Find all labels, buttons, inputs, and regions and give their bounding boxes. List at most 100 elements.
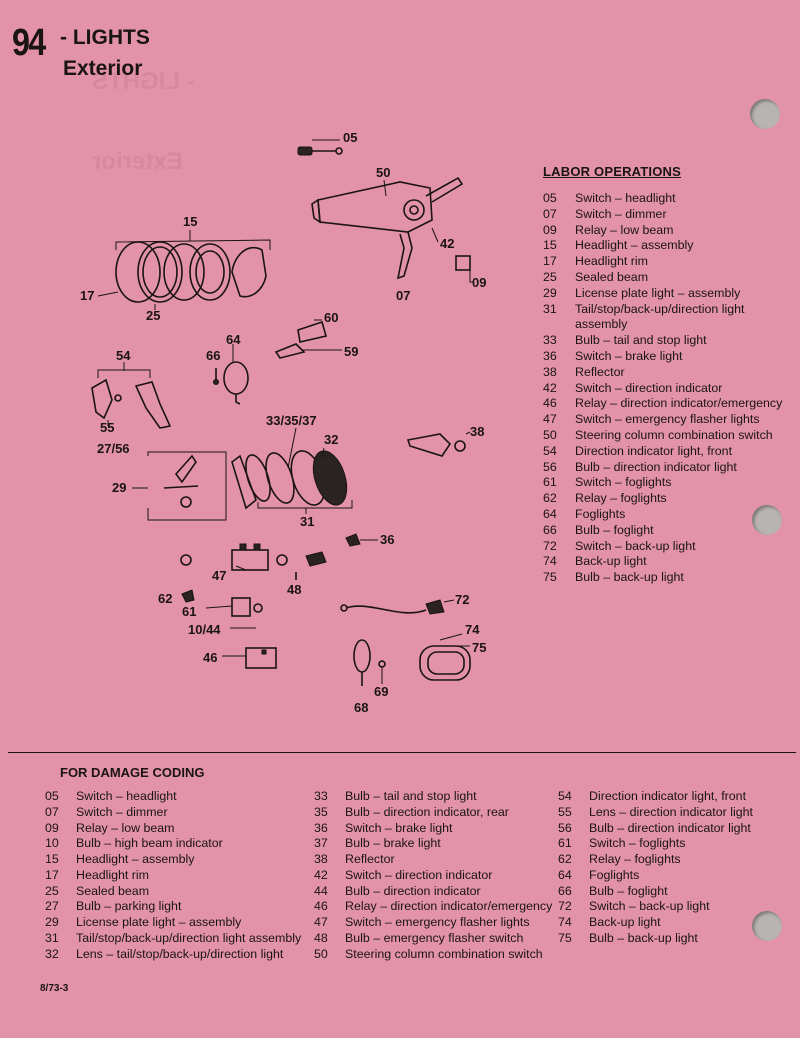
item-code: 05 <box>543 191 557 205</box>
section-title: - LIGHTS <box>60 26 150 49</box>
item-description: Switch – dimmer <box>76 804 168 819</box>
item-description: Switch – foglights <box>589 836 686 851</box>
section-divider <box>8 752 796 753</box>
callout-74: 74 <box>465 622 480 637</box>
item-code: 72 <box>558 899 572 914</box>
item-code: 42 <box>314 867 328 882</box>
auxiliary-light-part <box>353 639 386 686</box>
item-description: Relay – direction indicator/emergency <box>345 899 553 914</box>
item-code: 15 <box>45 852 59 866</box>
item-code: 50 <box>314 946 328 961</box>
item-description: Switch – back-up light <box>589 899 710 914</box>
item-description: Switch – back-up light <box>575 538 696 553</box>
item-description: Switch – emergency flasher lights <box>575 412 760 427</box>
item-code: 61 <box>558 836 572 851</box>
item-code: 25 <box>543 269 557 284</box>
item-code: 37 <box>314 836 328 851</box>
item-code: 38 <box>543 364 557 379</box>
foglight-part <box>213 344 249 405</box>
steering-column-switch-part <box>311 176 464 280</box>
item-description: License plate light – assembly <box>575 285 741 300</box>
item-description: Relay – foglights <box>589 852 681 866</box>
callout-07: 07 <box>396 288 410 303</box>
item-description: Foglights <box>575 506 626 521</box>
item-description: Bulb – tail and stop light <box>575 333 707 348</box>
item-description: Relay – direction indicator/emergency <box>575 396 783 411</box>
item-description: Relay – low beam <box>575 222 674 237</box>
item-code: 07 <box>543 206 557 221</box>
item-description: Bulb – brake light <box>345 836 441 851</box>
item-code: 54 <box>558 789 572 803</box>
item-code: 62 <box>543 491 557 506</box>
parts-diagram: 05 50 15 42 09 17 25 07 60 59 64 66 54 5… <box>80 130 486 715</box>
license-plate-light-part <box>132 451 227 521</box>
item-code: 46 <box>543 396 557 411</box>
item-description: Switch – dimmer <box>575 206 667 221</box>
item-code: 56 <box>543 459 557 474</box>
callout-54: 54 <box>116 348 131 363</box>
item-description: Switch – brake light <box>575 348 683 363</box>
list-item: 42 Switch – direction indicator <box>543 381 788 397</box>
callout-69: 69 <box>374 684 388 699</box>
emergency-relay-part <box>222 647 277 669</box>
item-code: 09 <box>45 820 59 835</box>
item-code: 31 <box>45 930 59 945</box>
punch-hole <box>752 911 782 941</box>
callout-15: 15 <box>183 214 197 229</box>
callout-32: 32 <box>324 432 338 447</box>
item-description: Bulb – foglight <box>589 883 668 898</box>
tail-light-assembly-part <box>231 427 353 514</box>
item-description: Switch – direction indicator <box>575 380 723 395</box>
backup-light-part <box>419 633 471 681</box>
item-code: 55 <box>558 804 572 819</box>
damage-coding-title: FOR DAMAGE CODING <box>60 765 205 780</box>
item-description: Tail/stop/back-up/direction light assemb… <box>575 301 745 332</box>
callout-64: 64 <box>226 332 241 347</box>
item-description: Bulb – back-up light <box>575 570 684 585</box>
item-code: 42 <box>543 380 557 395</box>
item-description: Bulb – tail and stop light <box>345 789 477 803</box>
callout-60: 60 <box>324 310 338 325</box>
item-description: Back-up light <box>575 554 647 569</box>
list-item: 46 Relay – direction indicator/emergency <box>543 396 788 412</box>
list-item: 07 Switch – dimmer <box>543 207 788 223</box>
punch-hole <box>750 99 780 129</box>
section-number: 94 <box>12 22 46 64</box>
low-beam-relay-part <box>455 255 474 283</box>
item-code: 36 <box>543 348 557 363</box>
item-description: Bulb – parking light <box>76 899 182 914</box>
item-code: 50 <box>543 427 557 442</box>
callout-17: 17 <box>80 288 94 303</box>
foglight-switch-part <box>181 589 263 629</box>
item-description: Tail/stop/back-up/direction light assemb… <box>76 930 302 945</box>
item-description: Bulb – direction indicator light <box>589 820 751 835</box>
item-code: 17 <box>45 867 59 882</box>
